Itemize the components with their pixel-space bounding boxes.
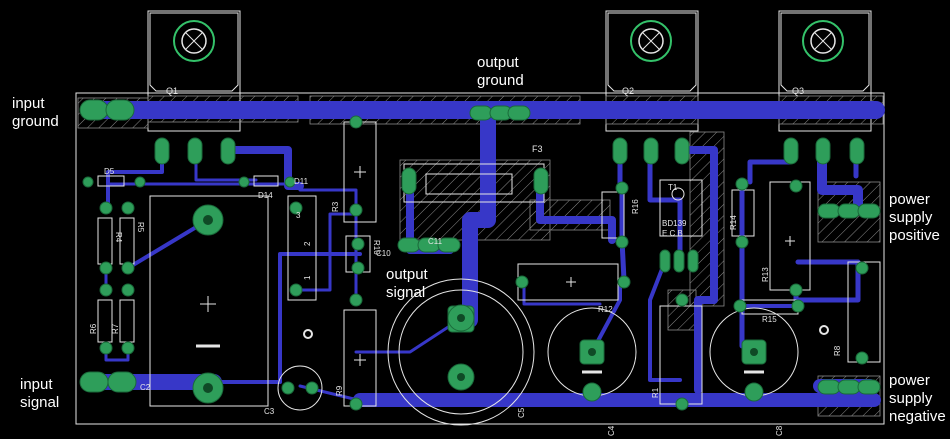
callout-output-signal: output signal: [386, 266, 428, 301]
label-c8: C8: [775, 425, 784, 436]
label-c11: C11: [428, 237, 443, 246]
label-r7: R7: [111, 323, 120, 334]
label-r13: R13: [761, 267, 770, 282]
callout-input-signal: input signal: [20, 376, 60, 411]
label-r10: R10: [372, 240, 381, 255]
label-r8: R8: [833, 345, 842, 356]
label-pin2: 2: [303, 241, 312, 246]
label-t1: T1: [668, 183, 678, 192]
label-r1: R1: [651, 387, 660, 398]
label-r9: R9: [335, 385, 344, 396]
label-c10: C10: [376, 249, 391, 258]
label-r12: R12: [598, 305, 613, 314]
label-r14: R14: [729, 215, 738, 230]
q3-tab: [778, 10, 872, 132]
label-d14: D14: [258, 191, 273, 200]
label-bd-pins: E C B: [662, 229, 683, 238]
label-d11: D11: [294, 177, 309, 186]
label-q2: Q2: [622, 86, 634, 96]
label-r16: R16: [631, 199, 640, 214]
pad-holes: [203, 215, 758, 393]
label-c2: C2: [140, 383, 151, 392]
label-c5: C5: [517, 407, 526, 418]
label-r6: R6: [89, 323, 98, 334]
label-c4: C4: [607, 425, 616, 436]
callout-power-negative: power supply negative: [889, 372, 946, 425]
label-q1: Q1: [166, 86, 178, 96]
label-pin1: 1: [303, 275, 312, 280]
label-r3: R3: [331, 201, 340, 212]
board-outline: [75, 92, 885, 425]
label-r4: R4: [114, 232, 123, 243]
label-r15: R15: [762, 315, 777, 324]
designators: Q1 Q2 Q3 D5 D14 D11 F3 T1 BD139 E C B R4…: [89, 86, 842, 436]
label-r5: R5: [136, 222, 145, 233]
callout-power-positive: power supply positive: [889, 191, 940, 244]
label-d5: D5: [104, 167, 115, 176]
q2-tab: [605, 10, 699, 132]
label-bd139: BD139: [662, 219, 687, 228]
q1-tab: [147, 10, 241, 132]
label-f3: F3: [532, 144, 543, 154]
label-q3: Q3: [792, 86, 804, 96]
callout-output-ground: output ground: [477, 54, 524, 89]
label-c3: C3: [264, 407, 275, 416]
callout-input-ground: input ground: [12, 95, 59, 130]
label-pin3: 3: [296, 211, 301, 220]
